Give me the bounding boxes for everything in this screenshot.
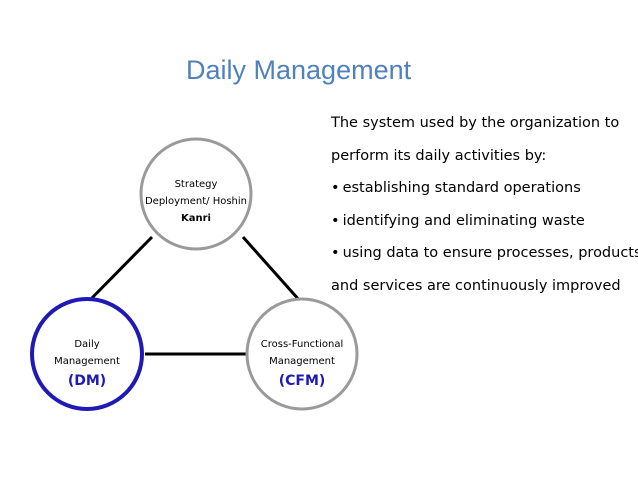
bullet-item: •establishing standard operations (331, 177, 636, 210)
bullet-text: establishing standard operations (342, 180, 581, 196)
bullet-icon: • (331, 180, 340, 196)
description-line: perform its daily activities by: (331, 147, 547, 164)
bullet-icon: • (331, 245, 340, 261)
daily-management-node: Daily Management (DM) (37, 336, 137, 390)
bullet-icon: • (331, 212, 340, 229)
strategy-node: Strategy Deployment/ Hoshin Kanri (131, 176, 261, 227)
strategy-node-line1: Strategy (174, 179, 218, 190)
connector-strategy-cfm (241, 236, 302, 302)
cfm-node-ring (245, 297, 359, 411)
strategy-node-ring (139, 137, 253, 251)
daily-management-node-ring (30, 297, 144, 411)
cfm-node: Cross-Functional Management (CFM) (247, 336, 357, 390)
strategy-node-line3: Kanri (181, 213, 211, 224)
cfm-node-line1: Cross-Functional (260, 339, 344, 350)
daily-node-line2: Management (54, 356, 120, 367)
cfm-node-abbr: (CFM) (278, 373, 326, 389)
connector-strategy-daily (86, 235, 154, 304)
bullet-text: using data to ensure processes, products (342, 245, 638, 261)
description: The system used by the organization to p… (331, 112, 638, 307)
bullet-item: •identifying and eliminating waste (331, 210, 636, 243)
description-line: and services are continuously improved (331, 277, 621, 294)
page-title: Daily Management (186, 55, 412, 85)
daily-node-abbr: (DM) (67, 373, 107, 389)
bullet-item: •using data to ensure processes, product… (331, 242, 638, 275)
daily-node-line1: Daily (74, 339, 100, 350)
strategy-node-line2: Deployment/ Hoshin (144, 196, 248, 207)
bullet-text: identifying and eliminating waste (342, 212, 585, 229)
description-line: The system used by the organization to (331, 115, 620, 131)
cfm-node-line2: Management (269, 356, 335, 367)
